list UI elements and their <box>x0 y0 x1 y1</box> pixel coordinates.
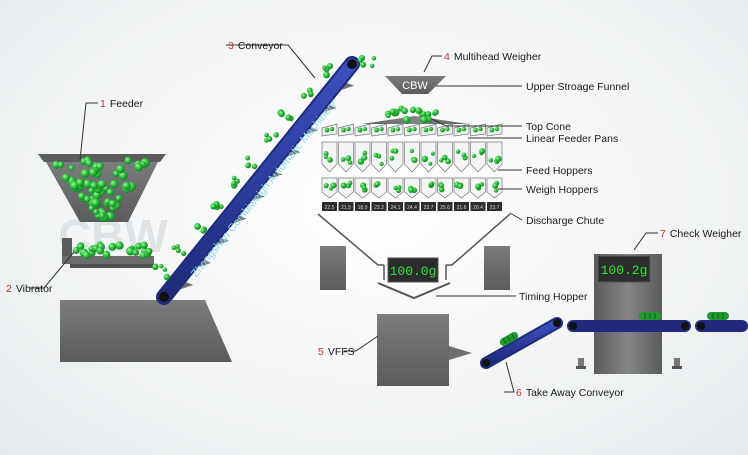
head-weight-value: 20.4 <box>473 205 483 211</box>
label-discharge-chute: Discharge Chute <box>526 215 604 227</box>
funnel-logo: CBW <box>402 80 428 92</box>
conveyor-brand-text: Zhongshan Combiweigh Automatic Machinery <box>189 98 339 280</box>
head-weight-value: 18.9 <box>358 205 368 211</box>
checkweigher-display <box>597 255 651 283</box>
label-linear-feeder-pans: Linear Feeder Pans <box>526 133 618 145</box>
weigh-head: 21.6 <box>453 123 470 211</box>
weigh-head: 18.9 <box>354 123 371 211</box>
feeder-product <box>52 156 150 222</box>
conveyor-product <box>152 54 377 281</box>
label-timing-hopper: Timing Hopper <box>519 291 588 303</box>
take-away-conveyor <box>480 317 563 369</box>
label-upper-funnel: Upper Stroage Funnel <box>526 81 629 93</box>
head-weight-value: 24.1 <box>391 205 401 211</box>
head-weight-value: 24.4 <box>407 205 417 211</box>
weigher-display-value: 100.0g <box>390 264 437 279</box>
head-weight-value: 21.5 <box>341 205 351 211</box>
vffs <box>377 314 472 386</box>
head-weight-value: 21.6 <box>457 205 467 211</box>
leader-lines <box>30 44 658 393</box>
feeder <box>38 154 166 222</box>
weigh-heads: 22.5 21.5 18.9 23.2 24.1 24.4 23.7 25.6 21.6 20.4… <box>321 123 503 211</box>
head-weight-value: 23.7 <box>424 205 434 211</box>
vibrator-product <box>72 241 153 259</box>
head-weight-value: 25.6 <box>440 205 450 211</box>
head-weight-value: 23.2 <box>374 205 384 211</box>
checkweigher-display-value: 100.2g <box>601 263 648 278</box>
head-weight-value: 22.5 <box>325 205 335 211</box>
timing-hopper <box>377 282 451 300</box>
right-support <box>484 246 510 290</box>
weigh-head: 23.7 <box>420 123 437 211</box>
multihead-weigher: CBW 22.5 21.5 18.9 23.2 24.1 24.4 23.7 25.6 21.6… <box>317 76 511 300</box>
conveyor-base <box>60 300 232 362</box>
label-top-cone: Top Cone <box>526 121 571 133</box>
label-weigh-hoppers: Weigh Hoppers <box>526 184 598 196</box>
left-support <box>320 246 346 290</box>
top-cone <box>362 116 468 124</box>
check-weigher: 100.2g <box>567 254 748 374</box>
weigh-head: 22.5 <box>321 123 338 211</box>
weigh-head: 23.7 <box>486 123 503 211</box>
weigh-head: 21.5 <box>338 123 354 211</box>
weigh-head: 24.1 <box>387 123 404 211</box>
upper-storage-funnel <box>385 76 446 94</box>
weigher-display <box>387 257 439 283</box>
weigh-head: 20.4 <box>470 123 486 211</box>
weigh-head: 25.6 <box>437 123 453 211</box>
weigh-head: 23.2 <box>371 123 387 211</box>
weigh-head: 24.4 <box>404 123 420 211</box>
label-feed-hoppers: Feed Hoppers <box>526 165 593 177</box>
head-weight-value: 23.7 <box>490 205 500 211</box>
vibrator <box>62 238 154 268</box>
